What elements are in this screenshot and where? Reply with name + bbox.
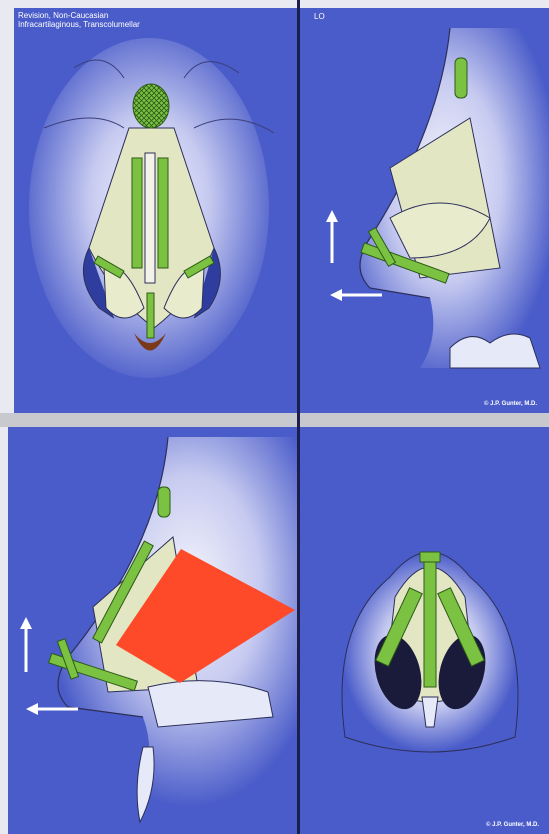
basal-nose-illustration: [300, 427, 549, 834]
panel-top-left-frontal-view: Revision, Non-Caucasian Infracartilagino…: [14, 8, 297, 413]
lateral-nose-graft-illustration: [8, 427, 297, 834]
panel-bottom-right-basal-view: © J.P. Gunter, M.D.: [300, 427, 549, 834]
lateral-nose-illustration: [300, 8, 549, 413]
panel-top-right-lateral-view: LO © J.P. Gunter, M.D.: [300, 8, 549, 413]
caption-line-2: Infracartilaginous, Transcolumellar: [18, 20, 140, 29]
caption-line-1: Revision, Non-Caucasian: [18, 11, 108, 20]
frontal-nose-illustration: [14, 8, 297, 413]
panel-bottom-left-lateral-view: [8, 427, 297, 834]
view-label: LO: [314, 12, 325, 21]
copyright-credit: © J.P. Gunter, M.D.: [484, 401, 537, 407]
copyright-credit: © J.P. Gunter, M.D.: [486, 822, 539, 828]
horizontal-divider: [0, 413, 549, 427]
